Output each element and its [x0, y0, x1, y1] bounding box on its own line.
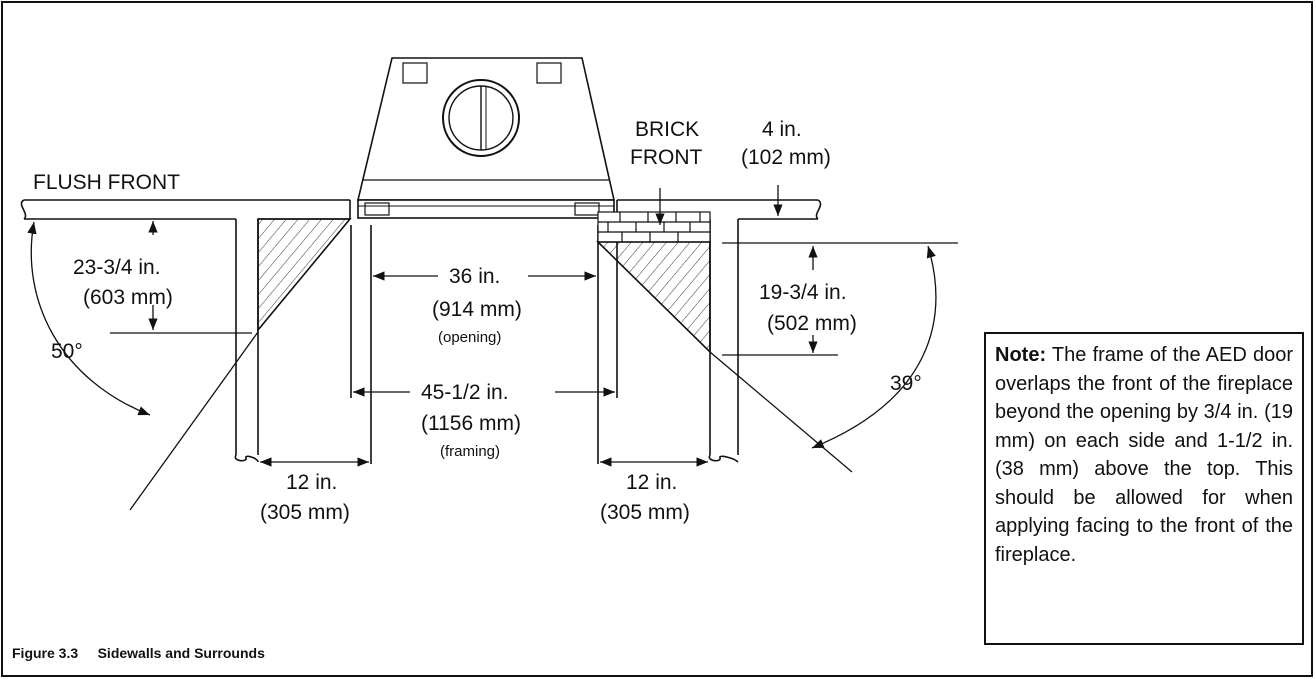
side-right-mm: (305 mm)	[600, 501, 690, 524]
brick-depth-mm: (102 mm)	[741, 146, 831, 169]
side-right-in: 12 in.	[626, 471, 677, 494]
side-left-in: 12 in.	[286, 471, 337, 494]
figure-caption: Figure 3.3 Sidewalls and Surrounds	[12, 645, 265, 661]
right-depth-mm: (502 mm)	[767, 312, 857, 335]
framing-mm: (1156 mm)	[421, 412, 521, 435]
brick-front-label-line2: FRONT	[630, 146, 702, 169]
figure-title: Sidewalls and Surrounds	[97, 645, 265, 661]
framing-in: 45-1/2 in.	[421, 381, 509, 404]
opening-in: 36 in.	[449, 265, 500, 288]
opening-note: (opening)	[438, 329, 501, 346]
side-left-mm: (305 mm)	[260, 501, 350, 524]
fireplace-unit	[356, 57, 616, 219]
brick-front-label-line1: BRICK	[635, 118, 699, 141]
opening-mm: (914 mm)	[432, 298, 522, 321]
right-hatched-clearance	[596, 241, 711, 354]
figure-number: Figure 3.3	[12, 645, 79, 661]
left-hatched-clearance	[257, 218, 352, 333]
note-title: Note:	[995, 344, 1047, 366]
left-angle: 50°	[51, 340, 83, 363]
right-angle: 39°	[890, 372, 922, 395]
flush-front-label: FLUSH FRONT	[33, 171, 180, 194]
framing-note: (framing)	[440, 443, 500, 460]
brick-depth-in: 4 in.	[762, 118, 802, 141]
brick-icon	[597, 211, 711, 243]
note-body: The frame of the AED door overlaps the f…	[995, 344, 1293, 566]
flue-collar-icon	[442, 79, 520, 157]
right-depth-in: 19-3/4 in.	[759, 281, 847, 304]
note-box: Note: The frame of the AED door overlaps…	[984, 332, 1304, 645]
left-depth-in: 23-3/4 in.	[73, 256, 161, 279]
left-depth-mm: (603 mm)	[83, 286, 173, 309]
